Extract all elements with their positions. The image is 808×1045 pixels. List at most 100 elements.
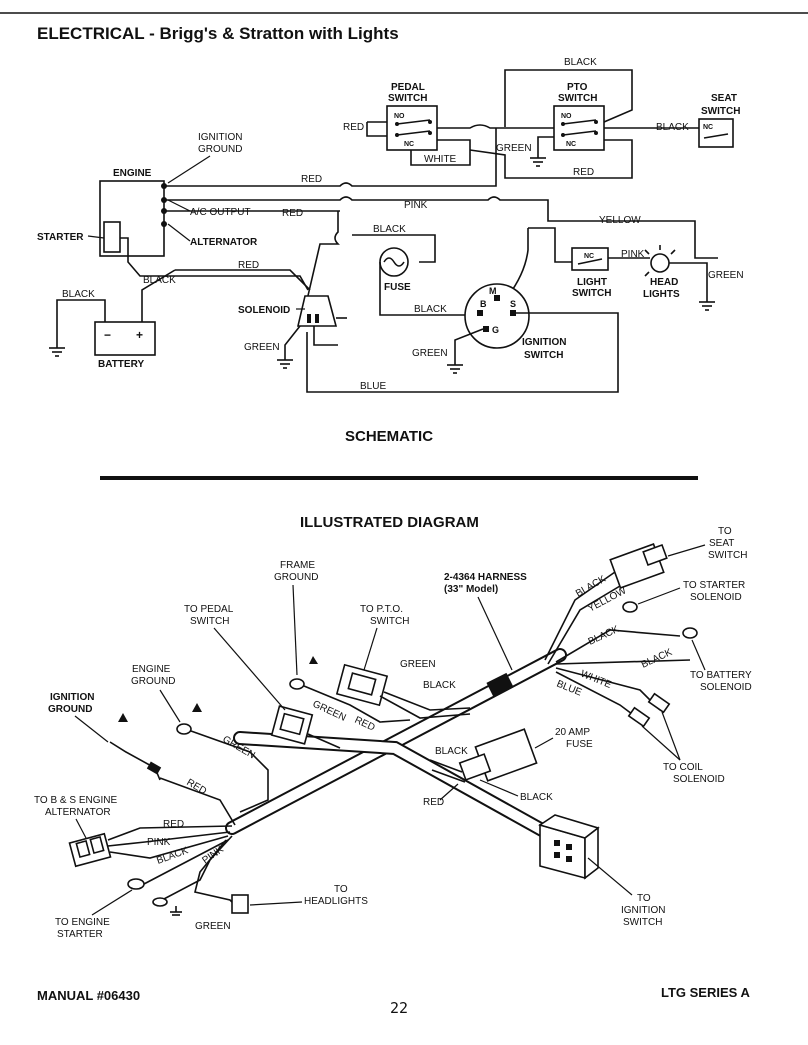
pto-switch-label-1: PTO: [567, 82, 588, 93]
wire-black-starter: BLACK: [143, 275, 176, 286]
callout-alternator-1: TO B & S ENGINE: [34, 795, 117, 806]
svg-text:NO: NO: [394, 113, 405, 120]
head-ground-ring: [152, 897, 168, 907]
svg-text:NO: NO: [561, 113, 572, 120]
battery-label: BATTERY: [98, 359, 144, 370]
callout-ignition-switch-1: TO: [637, 893, 651, 904]
wire-pink-alt-illus: PINK: [147, 837, 171, 848]
wire-green-light: GREEN: [708, 270, 744, 281]
callout-battery-solenoid-2: SOLENOID: [700, 682, 752, 693]
starter-solenoid-ring: [622, 601, 638, 613]
wire-green-pto-illus: GREEN: [400, 659, 436, 670]
wire-black-ign: BLACK: [414, 304, 447, 315]
svg-text:B: B: [480, 299, 487, 309]
ignition-ground-label-1: IGNITION: [198, 132, 242, 143]
solenoid: SOLENOID: [238, 295, 338, 327]
diagram-heading: ILLUSTRATED DIAGRAM: [300, 514, 479, 531]
callout-engine-starter-2: STARTER: [57, 929, 103, 940]
callout-ignition-ground-2: GROUND: [48, 704, 92, 715]
callout-starter-solenoid-1: TO STARTER: [683, 580, 745, 591]
alternator-connector: [68, 832, 112, 868]
wire-black-battery-illus: BLACK: [640, 647, 675, 671]
wire-blue-illus: BLUE: [555, 679, 584, 699]
headlight-plug: [231, 894, 249, 914]
ignition-ground-label-2: GROUND: [198, 144, 242, 155]
wire-yellow: YELLOW: [599, 215, 641, 226]
callout-pto-switch-1: TO P.T.O.: [360, 604, 403, 615]
callout-pedal-switch-2: SWITCH: [190, 616, 229, 627]
wire-green-pto: GREEN: [496, 143, 532, 154]
ac-output-label: A/C OUTPUT: [190, 207, 251, 218]
svg-text:M: M: [489, 286, 497, 296]
wire-green-head-illus: GREEN: [195, 921, 231, 932]
wire-white-illus: WHITE: [579, 669, 613, 691]
wire-red-alt-illus: RED: [163, 819, 184, 830]
svg-text:G: G: [492, 325, 499, 335]
callout-frame-ground-1: FRAME: [280, 560, 315, 571]
pto-connector: [335, 663, 389, 707]
wire-red-fuse-illus: RED: [423, 797, 444, 808]
svg-text:S: S: [510, 299, 516, 309]
wire-black-alt-illus: BLACK: [155, 845, 190, 867]
svg-text:NC: NC: [584, 253, 594, 260]
wire-black-top-path: [504, 69, 633, 127]
fuse-block: [458, 728, 538, 782]
callout-engine-starter-1: TO ENGINE: [55, 917, 110, 928]
light-switch-label-1: LIGHT: [577, 277, 607, 288]
callout-harness-2: (33" Model): [444, 584, 498, 595]
callout-ignition-switch-2: IGNITION: [621, 905, 665, 916]
wire-black-seat: BLACK: [656, 122, 689, 133]
wire-red-solenoid: RED: [238, 260, 259, 271]
wire-blue: BLUE: [360, 381, 386, 392]
callout-battery-solenoid-1: TO BATTERY: [690, 670, 752, 681]
section-divider: [100, 476, 698, 480]
wire-white: WHITE: [424, 154, 457, 165]
callout-seat-switch-3: SWITCH: [708, 550, 747, 561]
coil-terminal-1: [647, 692, 671, 714]
svg-text:−: −: [104, 328, 111, 342]
callout-starter-solenoid-2: SOLENOID: [690, 592, 742, 603]
engine-ground-ring: [176, 723, 192, 735]
pedal-switch-label-1: PEDAL: [391, 82, 425, 93]
head-lights-label-2: LIGHTS: [643, 289, 680, 300]
wire-black-starter-illus: BLACK: [587, 624, 622, 648]
starter-label: STARTER: [37, 232, 84, 243]
engine-block: ENGINE: [99, 168, 167, 257]
seat-connector: [609, 543, 668, 589]
page-number: 22: [390, 999, 408, 1017]
engine-starter-ring: [127, 878, 145, 890]
wire-black-pto-illus: BLACK: [423, 680, 456, 691]
callout-seat-switch-1: TO: [718, 526, 732, 537]
callout-harness-1: 2-4364 HARNESS: [444, 572, 527, 583]
fuse: FUSE: [379, 247, 411, 293]
callout-pedal-switch-1: TO PEDAL: [184, 604, 234, 615]
callout-pto-switch-2: SWITCH: [370, 616, 409, 627]
wire-red-ac: RED: [282, 208, 303, 219]
wire-red-pedal: RED: [343, 122, 364, 133]
callout-engine-ground-2: GROUND: [131, 676, 175, 687]
callout-frame-ground-2: GROUND: [274, 572, 318, 583]
wire-black-fuse: BLACK: [373, 224, 406, 235]
wire-red-engine: RED: [301, 174, 322, 185]
wire-red-pto: RED: [573, 167, 594, 178]
battery-solenoid-ring: [682, 627, 698, 639]
callout-alternator-2: ALTERNATOR: [45, 807, 111, 818]
svg-text:NC: NC: [404, 141, 414, 148]
light-switch-label-2: SWITCH: [572, 288, 611, 299]
head-lights-label-1: HEAD: [650, 277, 678, 288]
seat-switch: SEAT SWITCH NC: [698, 93, 740, 148]
wire-black-fuse-illus: BLACK: [435, 746, 468, 757]
callout-engine-ground-1: ENGINE: [132, 664, 171, 675]
callout-fuse-1: 20 AMP: [555, 727, 590, 738]
wire-green-solenoid: GREEN: [244, 342, 280, 353]
frame-ground-ring: [289, 678, 305, 690]
svg-text:+: +: [136, 328, 143, 342]
wire-green-ign: GREEN: [412, 348, 448, 359]
battery: − + BATTERY: [94, 321, 156, 370]
pedal-connector: [270, 705, 314, 745]
seat-switch-label-1: SEAT: [711, 93, 737, 104]
callout-coil-solenoid-2: SOLENOID: [673, 774, 725, 785]
pto-switch-label-2: SWITCH: [558, 93, 597, 104]
